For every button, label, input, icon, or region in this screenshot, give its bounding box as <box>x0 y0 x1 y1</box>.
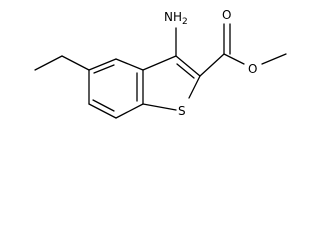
bond-c4-c3a <box>115 58 144 71</box>
bond-c5-c4-inner <box>93 64 115 74</box>
methyl-ester-group <box>199 23 287 77</box>
benzene-ring <box>88 58 144 119</box>
bond-oester-ch3 <box>261 53 287 65</box>
bond-c3a-c3 <box>142 55 177 71</box>
amine-label: NH2 <box>164 10 188 27</box>
bond-c5-ch2 <box>61 55 90 71</box>
bond-ccarbonyl-oester <box>223 53 245 65</box>
bond-c3-c2-inner <box>176 63 195 79</box>
bond-c5-c4 <box>88 58 117 71</box>
bond-c2-ccarbonyl <box>199 53 225 77</box>
thiophene-ring <box>142 55 201 111</box>
bond-c2-s1 <box>188 75 201 99</box>
ester-oxygen-label: O <box>248 62 257 76</box>
bond-c7a-c7 <box>115 103 144 119</box>
molecule-structure: NH2 S O O <box>34 8 287 119</box>
bond-c7-c6-inner <box>92 99 115 112</box>
bond-ch2-ch3 <box>34 55 63 71</box>
bond-s1-c7a <box>142 103 177 111</box>
bond-c7-c6 <box>88 103 117 119</box>
carbonyl-oxygen-label: O <box>222 8 231 22</box>
bond-c3-c2 <box>175 55 201 77</box>
ethyl-group <box>34 55 90 71</box>
sulfur-label: S <box>178 104 186 118</box>
